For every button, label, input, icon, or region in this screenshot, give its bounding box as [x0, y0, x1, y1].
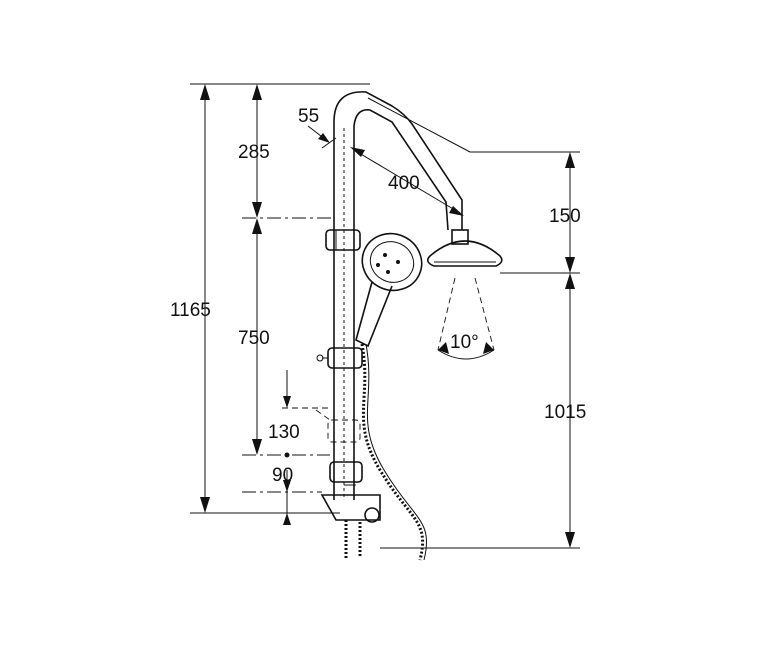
overhead-shower-head: [426, 229, 503, 267]
dimension-750: 750: [238, 218, 270, 455]
dim-label-130: 130: [268, 422, 300, 443]
dim-label-400: 400: [388, 173, 420, 194]
dimension-90: 90: [272, 465, 293, 525]
hand-shower-holder: [325, 229, 361, 251]
dim-label-1015: 1015: [544, 402, 586, 423]
dimension-130: 130: [268, 370, 330, 458]
dim-label-spray-angle: 10°: [450, 332, 479, 353]
dim-label-55: 55: [298, 106, 319, 127]
dim-label-1165: 1165: [170, 300, 211, 321]
dim-label-750: 750: [238, 328, 270, 349]
dimension-1165: 1165: [170, 84, 211, 513]
riser-pipe: [333, 91, 463, 500]
diverter-outlet: [320, 461, 381, 523]
dimension-285: 285: [238, 84, 270, 218]
spray-cone: 10°: [437, 277, 495, 360]
rail-slider: [316, 347, 363, 369]
alternative-position-bracket: [315, 409, 361, 443]
dim-label-90: 90: [272, 465, 293, 486]
dimension-55: 55: [298, 106, 330, 143]
dimension-1015: 1015: [544, 273, 586, 548]
hand-shower: [355, 232, 423, 348]
dim-label-150: 150: [549, 206, 581, 227]
dim-label-285: 285: [238, 142, 270, 163]
shower-hose: [360, 343, 428, 561]
reference-lines: [190, 83, 580, 549]
inlet-pipes: [344, 520, 362, 558]
dimension-150: 150: [549, 152, 581, 273]
center-lines: [242, 210, 463, 493]
